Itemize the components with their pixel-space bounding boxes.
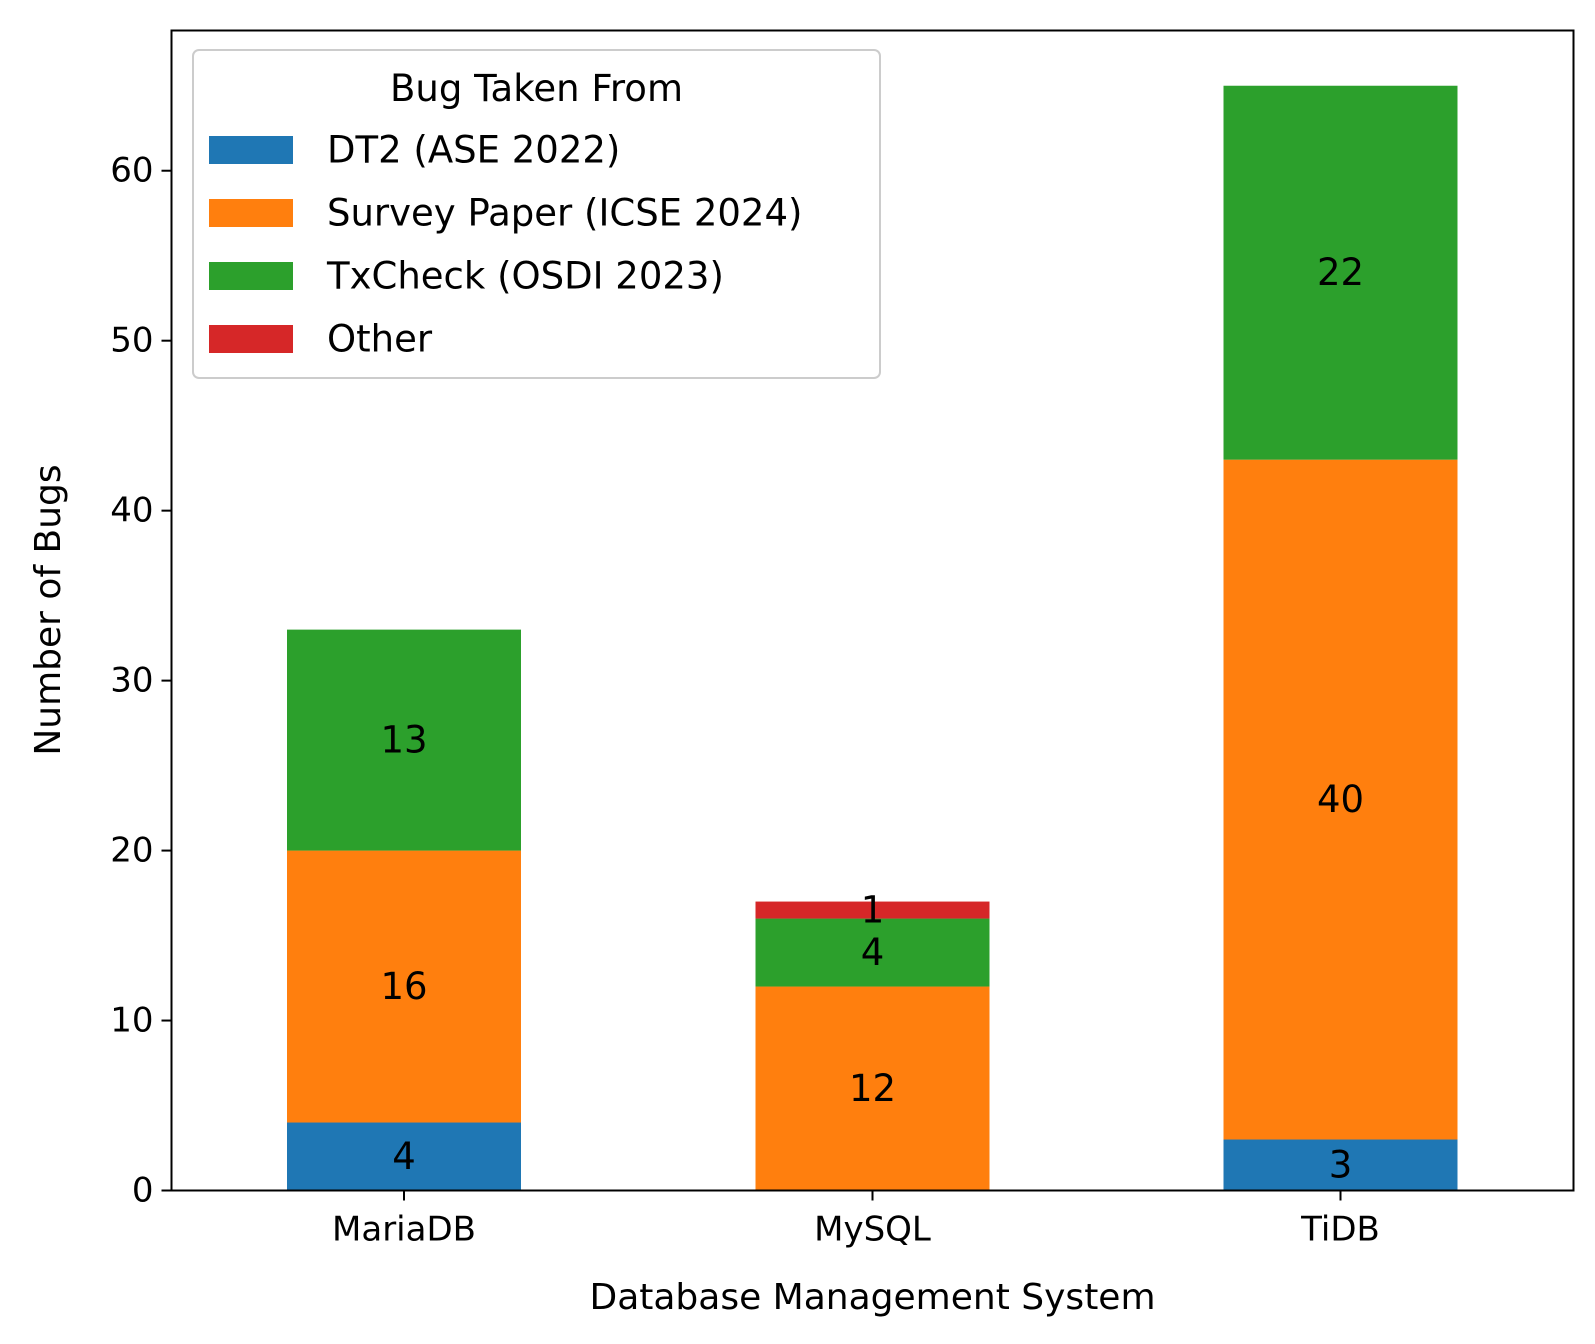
bar-value-label: 22 [1317,251,1364,294]
bar-value-label: 3 [1329,1144,1353,1187]
legend: Bug Taken From DT2 (ASE 2022) Survey Pape… [192,49,881,379]
y-tick-label: 30 [110,661,153,701]
bar-mariadb-series-0 [287,1122,521,1191]
legend-swatch [209,136,293,164]
x-tick-label: MariaDB [332,1210,476,1250]
x-tick-label: TiDB [1300,1210,1380,1250]
y-tick-label: 10 [110,1001,153,1041]
bar-tidb-series-1 [1223,459,1458,1140]
bar-mysql-series-2 [755,918,990,987]
legend-label: Survey Paper (ICSE 2024) [327,192,802,235]
x-tick-label: MySQL [814,1210,931,1250]
legend-swatch [209,262,293,290]
y-tick-label: 20 [110,831,153,871]
x-axis-title: Database Management System [589,1277,1155,1318]
legend-frame [192,49,881,379]
bar-value-label: 40 [1317,778,1364,821]
y-tick-label: 60 [110,151,153,191]
legend-label: DT2 (ASE 2022) [327,129,620,172]
legend-label: TxCheck (OSDI 2023) [326,255,724,298]
legend-title: Bug Taken From [390,67,683,110]
bar-value-label: 13 [380,719,427,762]
legend-swatch [209,199,293,227]
y-tick-label: 40 [110,491,153,531]
bar-mariadb-series-1 [287,850,521,1123]
bar-value-label: 12 [849,1067,896,1110]
y-axis-ticks: 0 10 20 30 40 50 60 [110,151,172,1211]
bar-tidb-series-0 [1223,1139,1458,1191]
legend-items: DT2 (ASE 2022) Survey Paper (ICSE 2024) Tx… [209,129,802,361]
bar-value-label: 4 [861,931,885,974]
bar-value-label: 1 [861,889,885,932]
legend-swatch [209,325,293,353]
bars-layer [287,85,1458,1191]
y-tick-label: 0 [132,1171,154,1211]
legend-label: Other [327,318,433,361]
bar-tidb-series-2 [1223,85,1458,460]
x-axis-ticks: MariaDB MySQL TiDB [332,1190,1380,1250]
bar-value-label: 4 [392,1135,416,1178]
bar-mysql-series-3 [755,901,990,919]
bar-value-label: 16 [380,965,427,1008]
bar-mariadb-series-2 [287,629,521,851]
y-tick-label: 50 [110,321,153,361]
y-axis-title: Number of Bugs [28,464,69,755]
bar-mysql-series-1 [755,986,990,1191]
